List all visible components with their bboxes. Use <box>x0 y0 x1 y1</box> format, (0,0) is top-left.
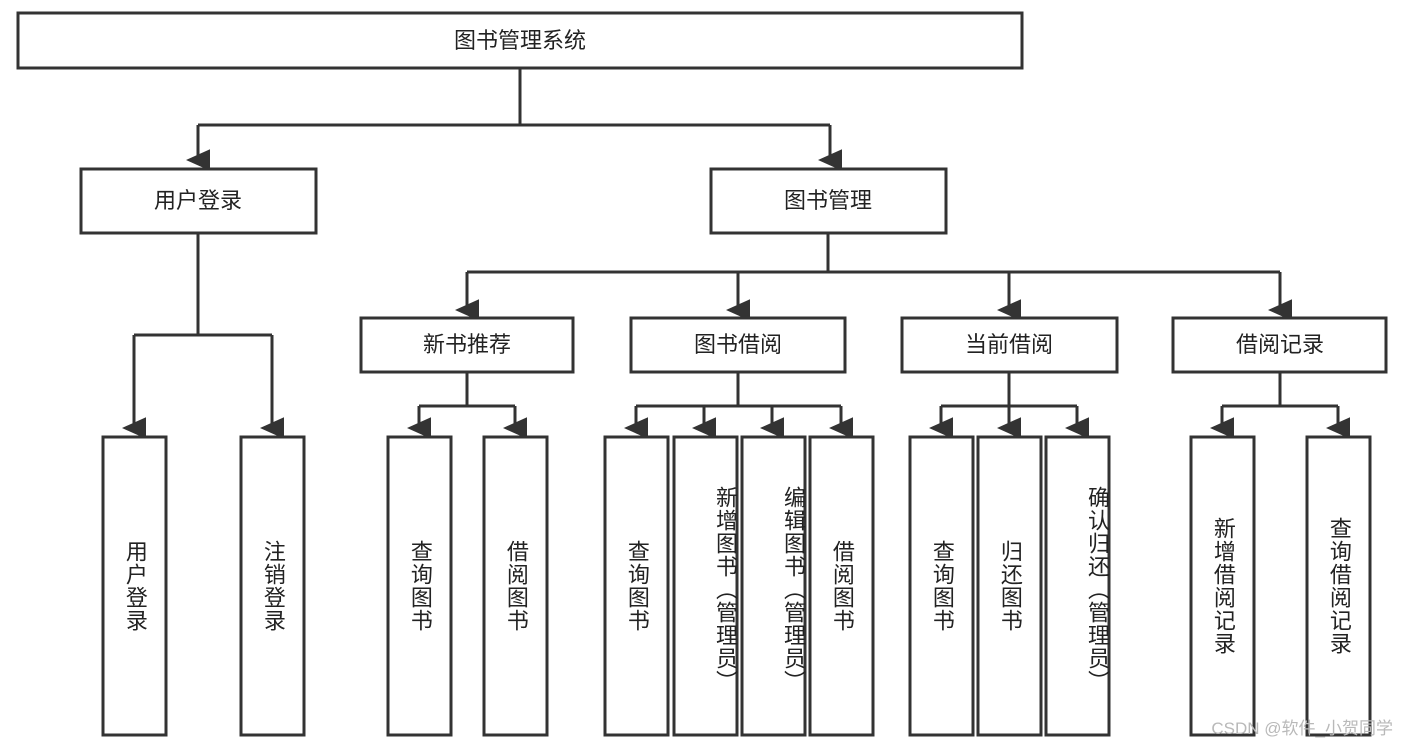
leaf-box-book-borrow-1[interactable] <box>672 435 739 737</box>
node-current-borrow-label: 当前借阅 <box>965 332 1053 357</box>
connector-current-borrow-to-leaves <box>929 372 1090 439</box>
node-book-management[interactable]: 图书管理 <box>709 167 948 235</box>
node-user-login-label: 用户登录 <box>154 188 242 213</box>
node-new-book-recommend[interactable]: 新书推荐 <box>359 316 575 374</box>
leaf-box-current-borrow-2[interactable] <box>1044 435 1111 737</box>
node-current-borrow-box <box>900 316 1119 374</box>
connector-user-login-to-leaves <box>122 233 285 439</box>
connector-book-borrow-to-leaves <box>624 372 854 439</box>
leaf-box-new-book-1[interactable] <box>482 435 549 737</box>
node-user-login-box <box>79 167 318 235</box>
node-new-book-recommend-box <box>359 316 575 374</box>
node-borrow-record[interactable]: 借阅记录 <box>1171 316 1388 374</box>
node-book-borrow[interactable]: 图书借阅 <box>629 316 847 374</box>
node-book-borrow-label: 图书借阅 <box>694 332 782 357</box>
node-borrow-record-label: 借阅记录 <box>1236 332 1324 357</box>
connector-book-management-to-level3 <box>455 233 1293 321</box>
node-root-box <box>16 11 1024 70</box>
leaf-box-user-login-1[interactable] <box>239 435 306 737</box>
leaf-box-borrow-record-1[interactable] <box>1305 435 1372 737</box>
connector-new-book-recommend-to-leaves <box>407 372 528 439</box>
leaf-boxes <box>101 435 1372 737</box>
node-root[interactable]: 图书管理系统 <box>16 11 1024 70</box>
node-current-borrow[interactable]: 当前借阅 <box>900 316 1119 374</box>
leaf-box-current-borrow-0[interactable] <box>908 435 975 737</box>
connector-root-to-level2 <box>186 68 843 171</box>
watermark-text: CSDN @软件_小贺同学 <box>1211 719 1393 738</box>
node-root-label: 图书管理系统 <box>454 28 586 53</box>
node-book-management-label: 图书管理 <box>784 188 872 213</box>
leaf-box-current-borrow-1[interactable] <box>976 435 1043 737</box>
node-user-login[interactable]: 用户登录 <box>79 167 318 235</box>
node-new-book-recommend-label: 新书推荐 <box>423 332 511 357</box>
leaf-box-book-borrow-3[interactable] <box>808 435 875 737</box>
leaf-box-new-book-0[interactable] <box>386 435 453 737</box>
leaf-box-user-login-0[interactable] <box>101 435 168 737</box>
connector-borrow-record-to-leaves <box>1210 372 1351 439</box>
leaf-box-borrow-record-0[interactable] <box>1189 435 1256 737</box>
leaf-box-book-borrow-0[interactable] <box>603 435 670 737</box>
leaf-box-book-borrow-2[interactable] <box>740 435 807 737</box>
